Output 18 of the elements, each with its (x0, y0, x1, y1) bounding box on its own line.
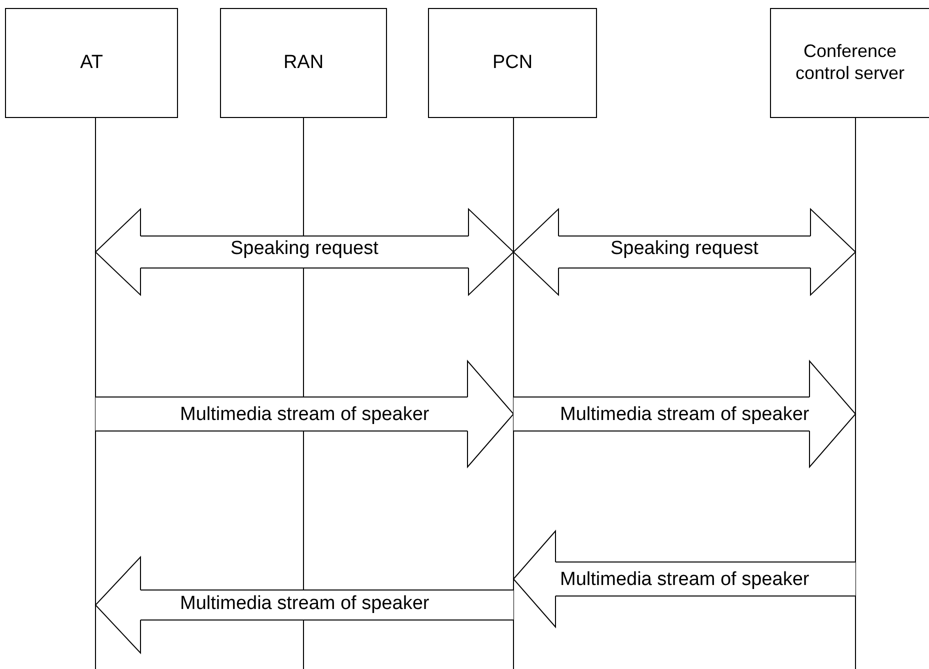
participant-name: RAN (283, 52, 324, 74)
participant-name: AT (80, 52, 103, 74)
participant-box (428, 8, 597, 118)
edge-label: Multimedia stream of speaker (179, 594, 430, 612)
lifeline (95, 118, 96, 669)
lifeline (855, 118, 856, 669)
lifeline (303, 118, 304, 669)
participant-name: PCN (492, 52, 533, 74)
edge-label: Multimedia stream of speaker (559, 570, 810, 588)
participant-box (5, 8, 178, 118)
participant-box (770, 8, 929, 118)
edge-label: Speaking request (610, 238, 760, 258)
edge-label: Speaking request (230, 238, 380, 258)
participant-name: Conference control server (794, 41, 906, 85)
edge-label: Multimedia stream of speaker (179, 404, 430, 424)
edge-label: Multimedia stream of speaker (559, 404, 810, 424)
participant-box (220, 8, 387, 118)
lifeline (513, 118, 514, 669)
